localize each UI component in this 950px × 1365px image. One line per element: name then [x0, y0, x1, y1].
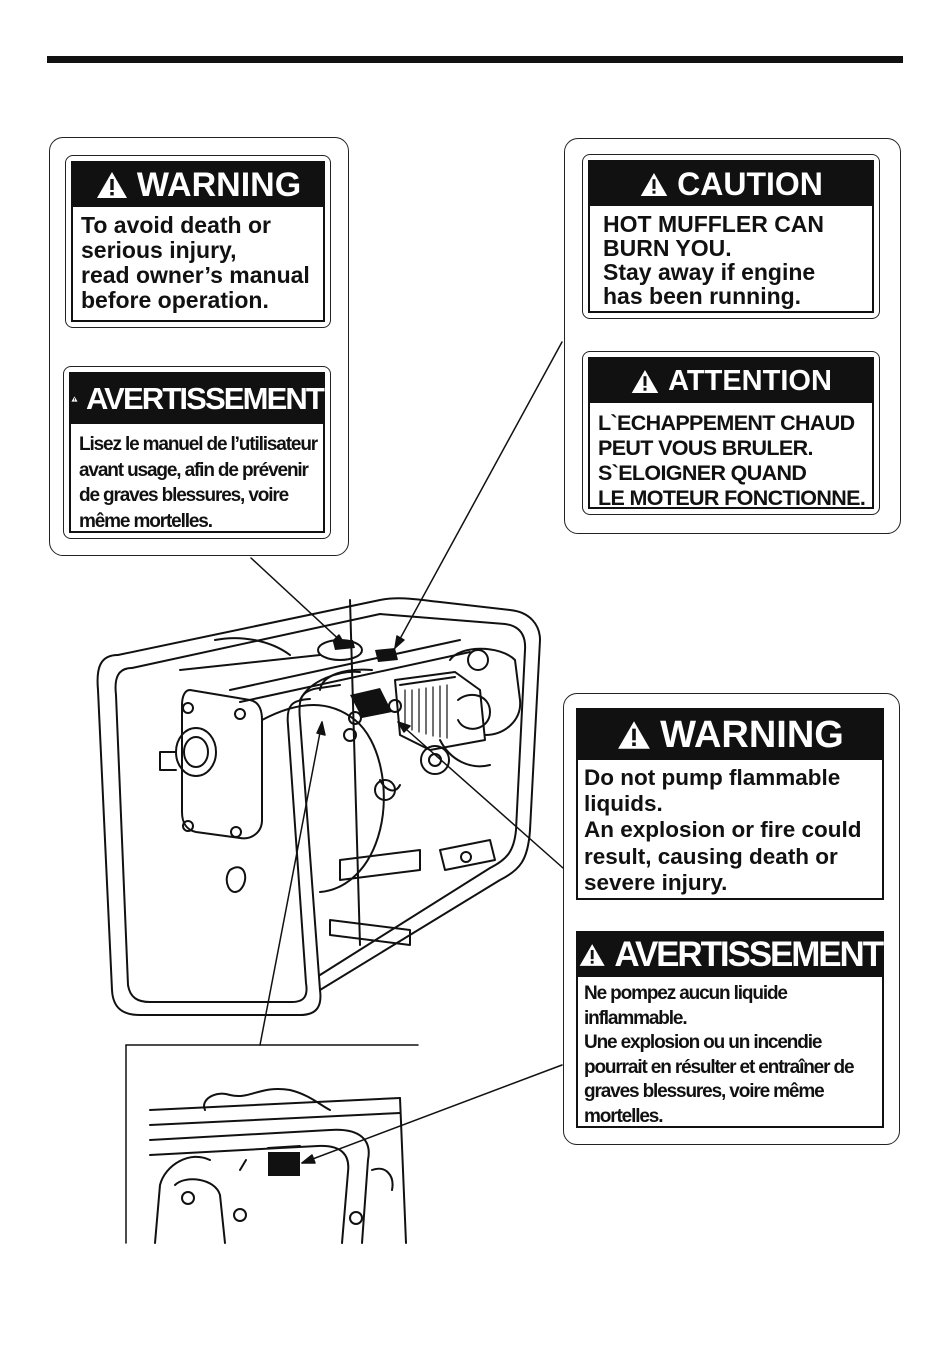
attention-muffler-text: L`ECHAPPEMENT CHAUD PEUT VOUS BRULER. S`… [598, 411, 866, 511]
warning-triangle-icon [631, 369, 659, 393]
avert-flammable-text: Ne pompez aucun liquide inflammable. Une… [584, 982, 876, 1130]
avert-manual-header: AVERTISSEMENT [71, 374, 325, 424]
caution-muffler-header: CAUTION [590, 162, 872, 206]
text-line: Stay away if engine [603, 259, 816, 285]
text-line: LE MOTEUR FONCTIONNE. [598, 486, 866, 510]
text-line: Une explosion ou un incendie [584, 1032, 822, 1054]
caution-muffler-label: CAUTION HOT MUFFLER CAN BURN YOU. Stay a… [582, 154, 880, 319]
warning-manual-text: To avoid death or serious injury, read o… [81, 213, 317, 313]
text-line: graves blessures, voire même [584, 1081, 825, 1103]
pump-frame [96, 597, 541, 1016]
pump-body [159, 637, 496, 946]
text-line: inflammable. [584, 1007, 688, 1029]
warning-triangle-icon [96, 172, 127, 198]
leader-lines [250, 341, 564, 1164]
warning-flammable-header: WARNING [578, 710, 882, 760]
avert-flammable-label: AVERTISSEMENT Ne pompez aucun liquide in… [572, 927, 888, 1132]
text-line: An explosion or fire could [584, 817, 862, 843]
caution-muffler-text: HOT MUFFLER CAN BURN YOU. Stay away if e… [603, 212, 866, 308]
text-line: PEUT VOUS BRULER. [598, 436, 813, 460]
text-line: pourrait en résulter et entraîner de [584, 1056, 855, 1078]
warning-manual-title: WARNING [136, 165, 302, 204]
text-line: de graves blessures, voire [79, 485, 289, 506]
engine [394, 647, 522, 775]
warning-flammable-label: WARNING Do not pump flammable liquids. A… [572, 704, 888, 904]
warning-triangle-icon [71, 396, 78, 402]
text-line: Lisez le manuel de l’utilisateur [79, 434, 318, 455]
top-rule [47, 56, 903, 63]
text-line: Ne pompez aucun liquide [584, 983, 788, 1004]
attention-muffler-title: ATTENTION [668, 364, 832, 397]
text-line: L`ECHAPPEMENT CHAUD [598, 411, 855, 435]
text-line: BURN YOU. [603, 235, 732, 261]
warning-flammable-title: WARNING [660, 713, 844, 756]
text-line: read owner’s manual [81, 262, 310, 288]
warning-manual-label: WARNING To avoid death or serious injury… [65, 155, 331, 328]
warning-manual-header: WARNING [73, 163, 323, 207]
text-line: serious injury, [81, 237, 237, 263]
text-line: has been running. [603, 283, 802, 309]
text-line: S`ELOIGNER QUAND [598, 461, 807, 485]
text-line: mortelles. [584, 1105, 663, 1127]
avert-flammable-title: AVERTISSEMENT [614, 935, 884, 974]
warning-triangle-icon [618, 721, 651, 749]
text-line: Do not pump flammable [584, 765, 841, 790]
warning-triangle-icon [579, 944, 605, 966]
decal-markers [333, 640, 402, 742]
avert-flammable-header: AVERTISSEMENT [578, 933, 884, 977]
warning-flammable-text: Do not pump flammable liquids. An explos… [584, 765, 876, 896]
text-line: result, causing death or [584, 843, 838, 869]
avert-manual-text: Lisez le manuel de l’utilisateur avant u… [79, 432, 318, 534]
caution-muffler-title: CAUTION [677, 165, 823, 202]
warning-triangle-icon [640, 172, 668, 196]
avert-manual-label: AVERTISSEMENT Lisez le manuel de l’utili… [63, 366, 331, 539]
avert-manual-title: AVERTISSEMENT [85, 381, 325, 416]
text-line: severe injury. [584, 869, 728, 895]
text-line: même mortelles. [79, 510, 213, 532]
text-line: HOT MUFFLER CAN [603, 211, 825, 237]
text-line: avant usage, afin de prévenir [79, 459, 309, 481]
attention-muffler-label: ATTENTION L`ECHAPPEMENT CHAUD PEUT VOUS … [582, 351, 880, 515]
detail-inset [125, 1044, 419, 1244]
text-line: To avoid death or [81, 212, 271, 238]
text-line: liquids. [584, 791, 663, 817]
text-line: before operation. [81, 287, 269, 313]
attention-muffler-header: ATTENTION [590, 359, 872, 403]
